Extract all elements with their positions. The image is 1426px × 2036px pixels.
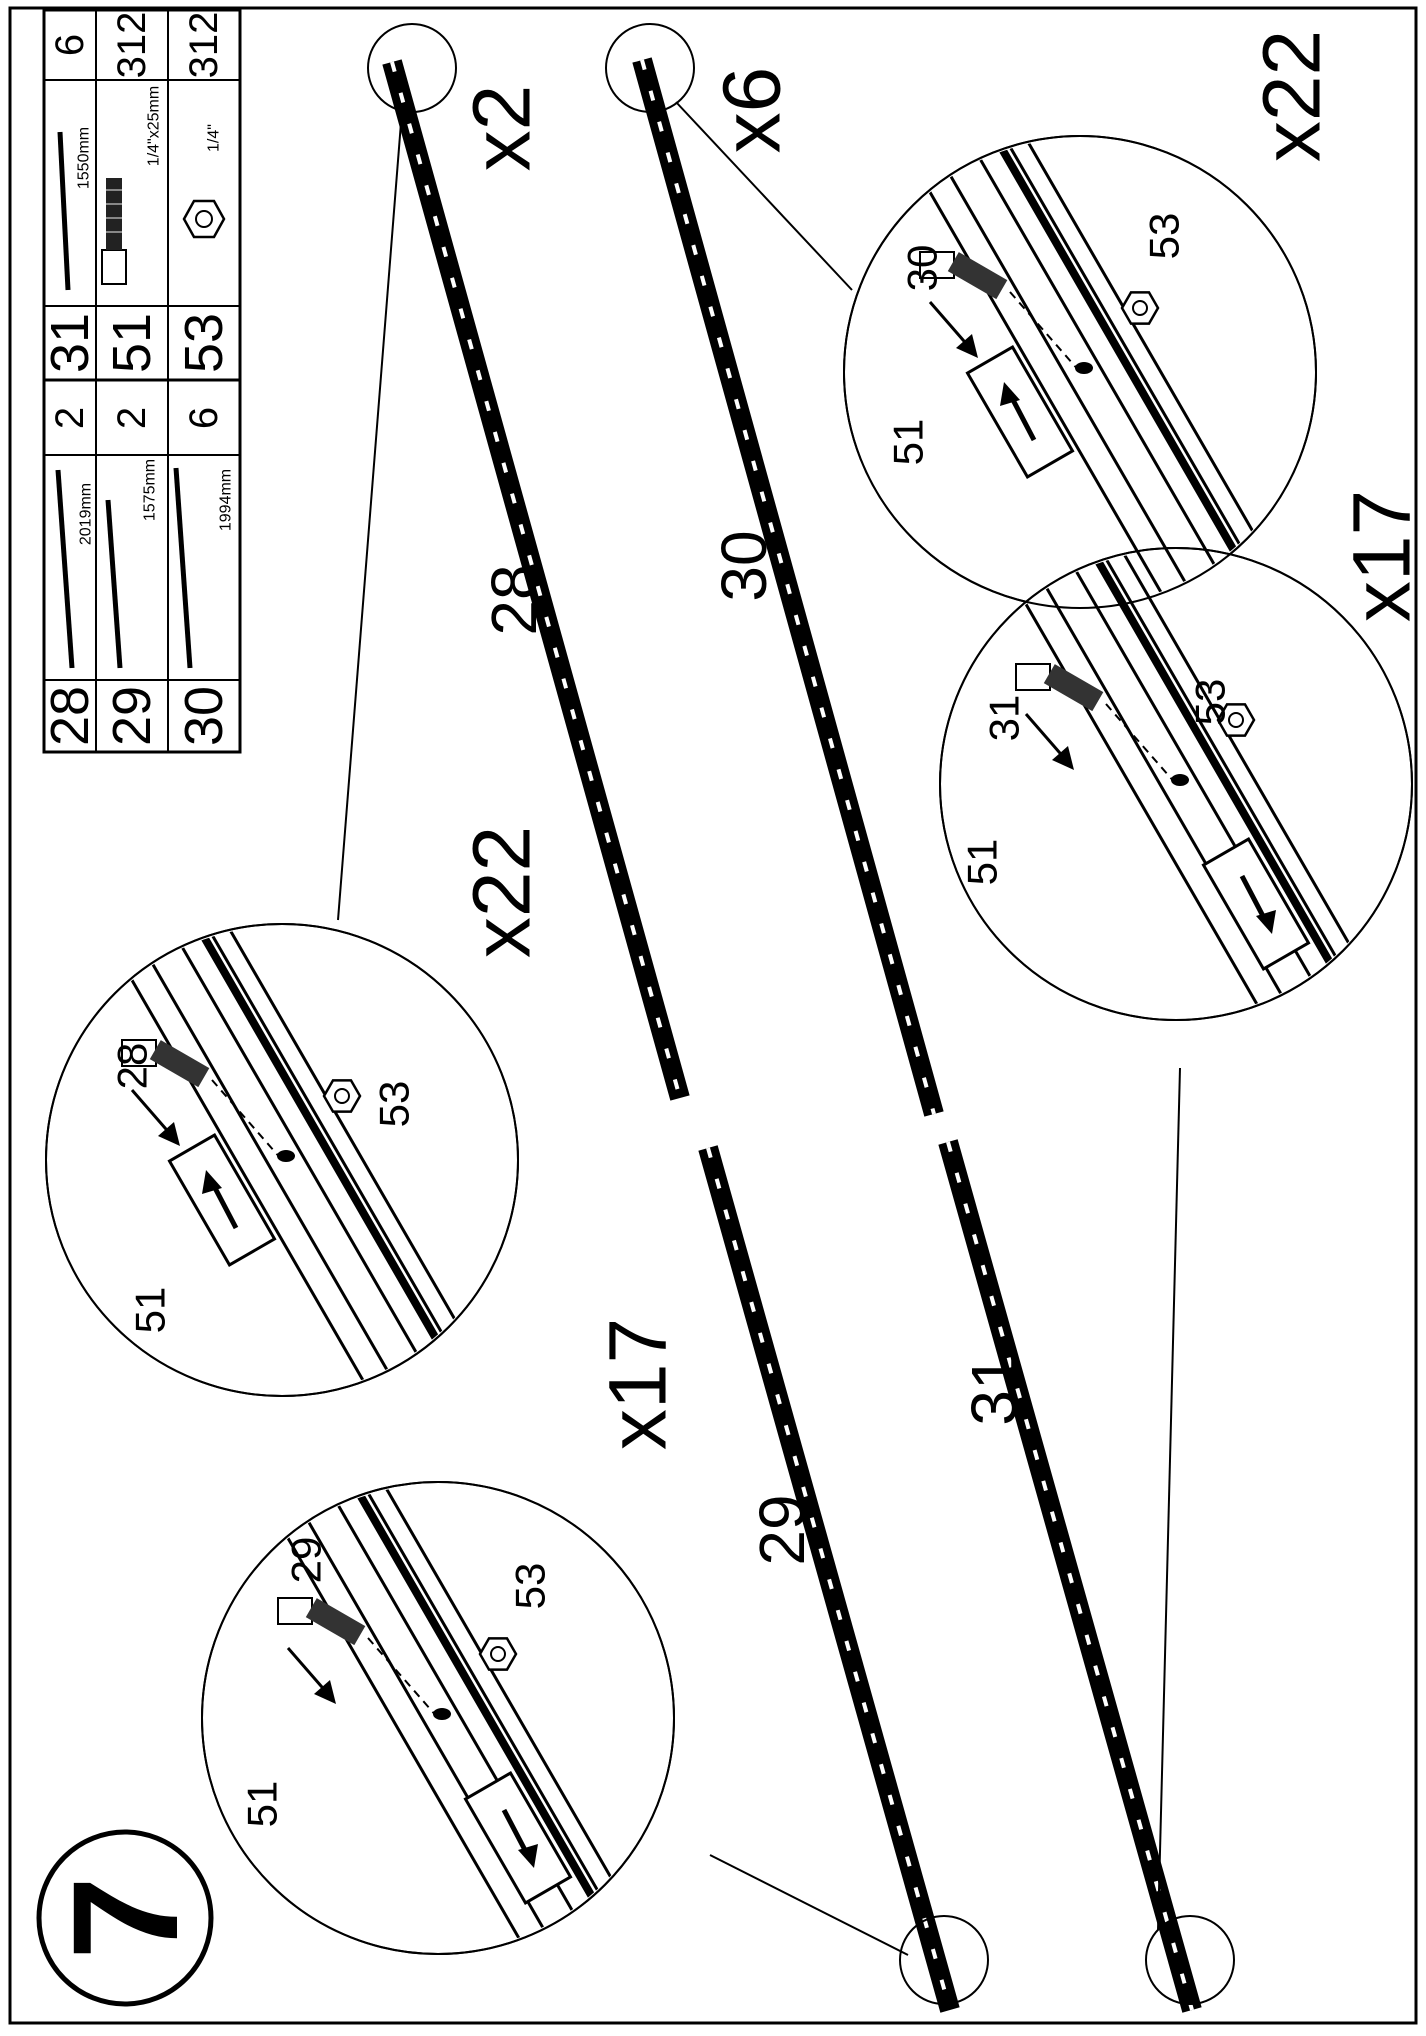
detail-nut-icon <box>1122 292 1158 323</box>
step-badge: 7 <box>39 1832 211 2004</box>
detail-28-rail: 28 <box>109 1043 156 1090</box>
part-29-length: 1575mm <box>142 459 159 521</box>
part-51-qty: 312 <box>110 12 154 79</box>
part-51-id: 51 <box>102 313 162 373</box>
detail-28-nut: 53 <box>371 1081 418 1128</box>
leader-31 <box>1158 1068 1180 1930</box>
detail-30-count: x22 <box>1247 30 1338 162</box>
part-31-size: 1550mm <box>76 127 93 189</box>
parts-table: 28 29 30 2019mm 1575mm 1994mm 2 2 6 31 5… <box>40 10 240 752</box>
part-29-id: 29 <box>102 686 162 746</box>
rail-29-label: 29 <box>746 1494 818 1565</box>
rail-30-long <box>642 60 934 1114</box>
part-30-qty: 6 <box>182 407 226 429</box>
part-31-id: 31 <box>40 313 100 373</box>
rail-icon-28 <box>58 470 72 668</box>
bolt-icon <box>102 178 126 284</box>
part-53-size: 1/4" <box>206 124 223 152</box>
rail-31-count: x17 <box>1337 490 1426 622</box>
part-28-length: 2019mm <box>78 483 95 545</box>
part-53-id: 53 <box>174 313 234 373</box>
detail-30-nut: 53 <box>1141 213 1188 260</box>
detail-31-rail: 31 <box>981 695 1028 742</box>
rail-31-label: 31 <box>958 1354 1030 1425</box>
detail-bolt-head <box>1016 664 1050 690</box>
rail-30-count: x6 <box>707 67 798 154</box>
step-number: 7 <box>41 1876 209 1959</box>
detail-28-count: x22 <box>457 826 548 958</box>
part-31-qty: 6 <box>48 34 92 56</box>
leader-28 <box>338 110 402 920</box>
detail-28-bolt: 51 <box>127 1287 174 1334</box>
rail-30-label: 30 <box>708 530 780 601</box>
detail-29-rail: 29 <box>283 1537 330 1584</box>
rail-icon <box>60 132 68 290</box>
rail-29-count: x17 <box>593 1318 684 1450</box>
detail-30-rail: 30 <box>899 245 946 292</box>
rail-29-long <box>708 1148 950 2010</box>
detail-31-nut: 53 <box>1187 679 1234 726</box>
part-29-qty: 2 <box>110 407 154 429</box>
rail-icon-30 <box>176 468 190 668</box>
hex-nut-icon <box>184 201 224 237</box>
rail-28-label: 28 <box>478 564 550 635</box>
part-30-length: 1994mm <box>218 469 235 531</box>
detail-nut-icon <box>324 1080 360 1111</box>
rail-icon-29 <box>108 500 120 668</box>
detail-29-bolt: 51 <box>239 1781 286 1828</box>
detail-nut-icon <box>480 1638 516 1669</box>
detail-29-nut: 53 <box>507 1563 554 1610</box>
part-28-qty: 2 <box>48 407 92 429</box>
leader-29 <box>710 1855 908 1955</box>
part-28-id: 28 <box>40 686 100 746</box>
rail-28-count: x2 <box>457 85 548 172</box>
rail-31-long <box>948 1142 1192 2010</box>
detail-bolt-head <box>278 1598 312 1624</box>
part-53-qty: 312 <box>182 12 226 79</box>
detail-30-bolt: 51 <box>885 419 932 466</box>
part-51-size: 1/4"x25mm <box>146 86 163 166</box>
detail-31-bolt: 51 <box>959 839 1006 886</box>
part-30-id: 30 <box>174 686 234 746</box>
